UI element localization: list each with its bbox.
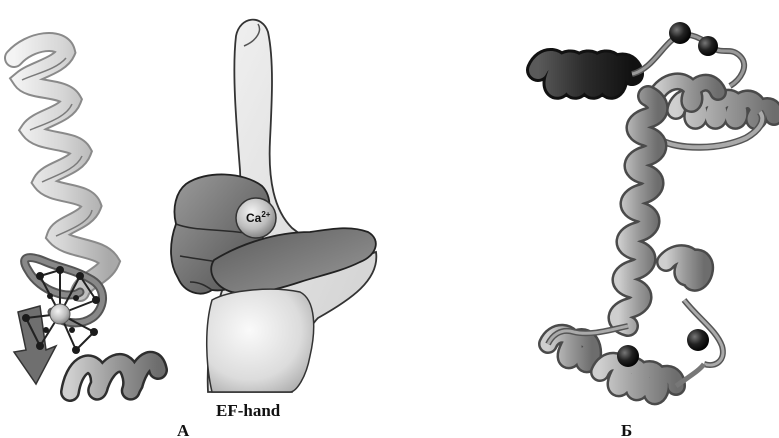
helix-f-dark — [70, 361, 158, 392]
hand-illustration: Ca2+ — [171, 20, 376, 392]
panel-b-label: Б — [621, 421, 632, 438]
central-helix — [618, 96, 657, 326]
calcium-sphere-3 — [617, 345, 639, 367]
calcium-sphere-1 — [669, 22, 691, 44]
palm — [207, 289, 314, 392]
calcium-ion-sphere — [50, 304, 70, 324]
calcium-sphere-2 — [698, 36, 718, 56]
ca-charge: 2+ — [261, 210, 270, 219]
panel-a-ribbon — [14, 42, 158, 392]
ca-base: Ca — [246, 211, 262, 225]
ef-hand-label: EF-hand — [216, 401, 281, 420]
calcium-sphere-4 — [687, 329, 709, 351]
panel-b-ribbon — [538, 22, 774, 395]
helix-top-dark — [538, 60, 632, 88]
panel-a-label: А — [177, 421, 190, 438]
